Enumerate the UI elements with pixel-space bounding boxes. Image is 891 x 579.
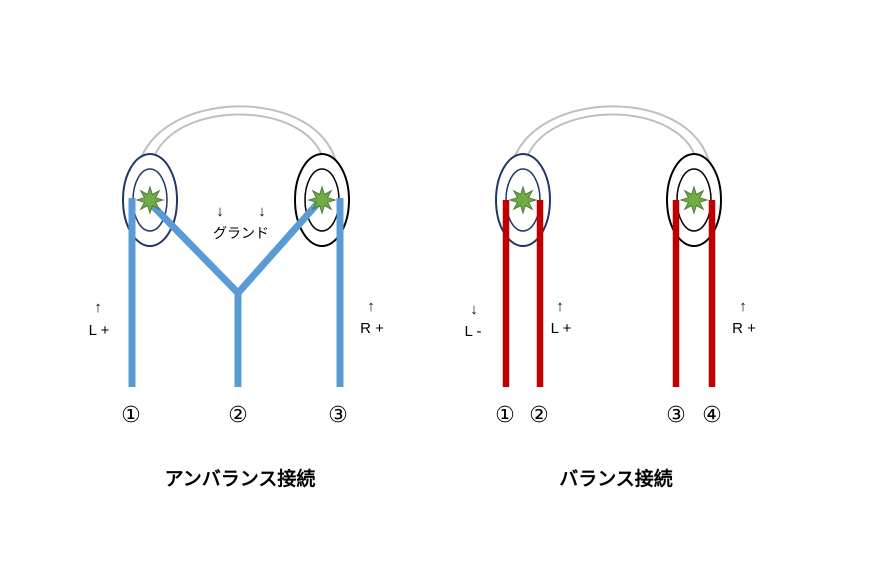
ground-arrow-left: ↓ (216, 203, 224, 220)
headband-outer-arc (136, 105, 339, 176)
l-minus-label: L - (464, 323, 482, 340)
r-plus-arrow: ↑ (739, 298, 747, 315)
unbalanced-headphone (122, 105, 350, 387)
terminal-3: ③ (328, 402, 348, 427)
l-plus-arrow: ↑ (556, 298, 564, 315)
l-plus-label: L + (88, 322, 110, 339)
terminal-2: ② (228, 402, 248, 427)
balanced-heading: バランス接続 (559, 469, 673, 490)
wire-ground-right-branch (235, 200, 321, 296)
driver-star-icon (136, 186, 164, 214)
driver-star-icon (680, 186, 708, 214)
unbalanced-heading: アンバランス接続 (164, 469, 316, 490)
l-minus-arrow: ↓ (470, 301, 478, 318)
terminal-1: ① (121, 402, 141, 427)
r-plus-label: R + (360, 320, 384, 337)
ground-label: グランド (213, 225, 269, 241)
terminal-4: ④ (702, 402, 722, 427)
driver-star-icon (509, 186, 537, 214)
driver-star-icon (308, 186, 336, 214)
terminal-1: ① (495, 402, 515, 427)
headband-inner-arc (523, 113, 699, 171)
headband-outer-arc (509, 105, 712, 176)
terminal-2: ② (529, 402, 549, 427)
r-plus-label: R + (732, 320, 756, 337)
ground-arrow-right: ↓ (258, 203, 266, 220)
balanced-headphone (495, 105, 722, 387)
l-plus-arrow: ↑ (94, 299, 102, 316)
terminal-3: ③ (666, 402, 686, 427)
headband-inner-arc (150, 113, 326, 171)
wire-ground-left-branch (147, 200, 241, 296)
r-plus-arrow: ↑ (367, 298, 375, 315)
l-plus-label: L + (550, 320, 572, 337)
